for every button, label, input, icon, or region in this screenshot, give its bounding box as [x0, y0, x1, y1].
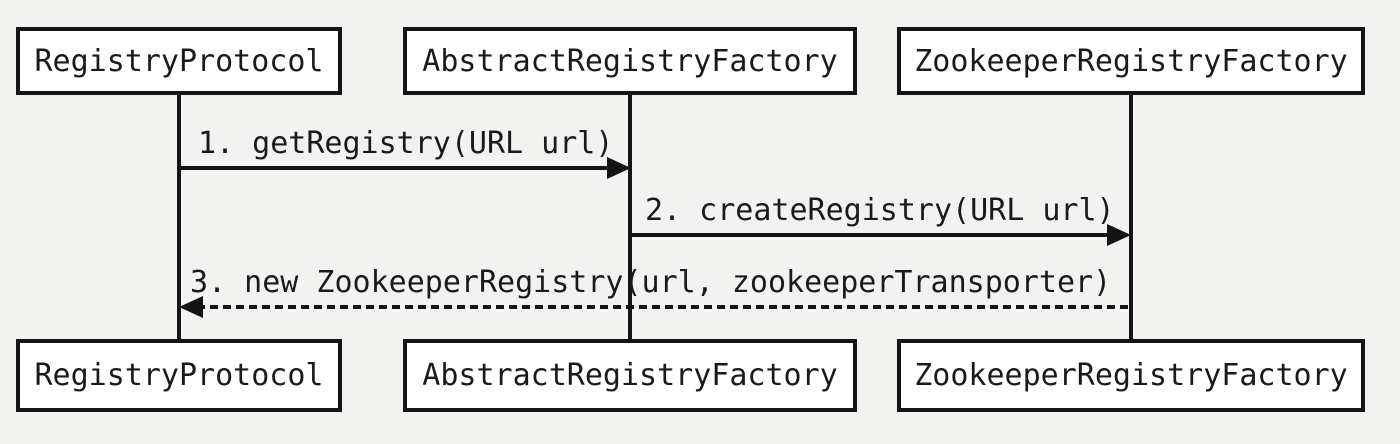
message-3-label: 3. new ZookeeperRegistry(url, zookeeperT…: [190, 265, 1112, 300]
participant-top-registry-protocol: RegistryProtocol: [16, 27, 342, 95]
participant-bottom-abstract-registry-factory: AbstractRegistryFactory: [403, 339, 857, 412]
message-1-line: [179, 166, 609, 170]
message-2-arrowhead-right-icon: [1107, 224, 1131, 246]
message-2-label: 2. createRegistry(URL url): [645, 193, 1115, 228]
participant-top-abstract-registry-factory: AbstractRegistryFactory: [403, 27, 857, 95]
participant-bottom-registry-protocol: RegistryProtocol: [16, 339, 342, 412]
participant-label: AbstractRegistryFactory: [422, 43, 838, 79]
participant-label: ZookeeperRegistryFactory: [914, 358, 1348, 393]
message-1-arrowhead-right-icon: [607, 157, 631, 179]
participant-top-zookeeper-registry-factory: ZookeeperRegistryFactory: [897, 27, 1365, 95]
participant-label: ZookeeperRegistryFactory: [914, 43, 1348, 79]
message-3-dashed-line: [197, 305, 1133, 309]
participant-label: RegistryProtocol: [34, 358, 324, 393]
lifeline-zookeeper-registry-factory: [1129, 95, 1133, 339]
participant-label: AbstractRegistryFactory: [422, 358, 838, 393]
participant-label: RegistryProtocol: [34, 43, 324, 79]
message-1-label: 1. getRegistry(URL url): [198, 126, 614, 161]
message-3-arrowhead-left-icon: [179, 296, 203, 318]
lifeline-registry-protocol: [177, 95, 181, 339]
lifeline-abstract-registry-factory: [628, 95, 632, 339]
message-2-line: [630, 233, 1108, 237]
participant-bottom-zookeeper-registry-factory: ZookeeperRegistryFactory: [897, 339, 1365, 412]
